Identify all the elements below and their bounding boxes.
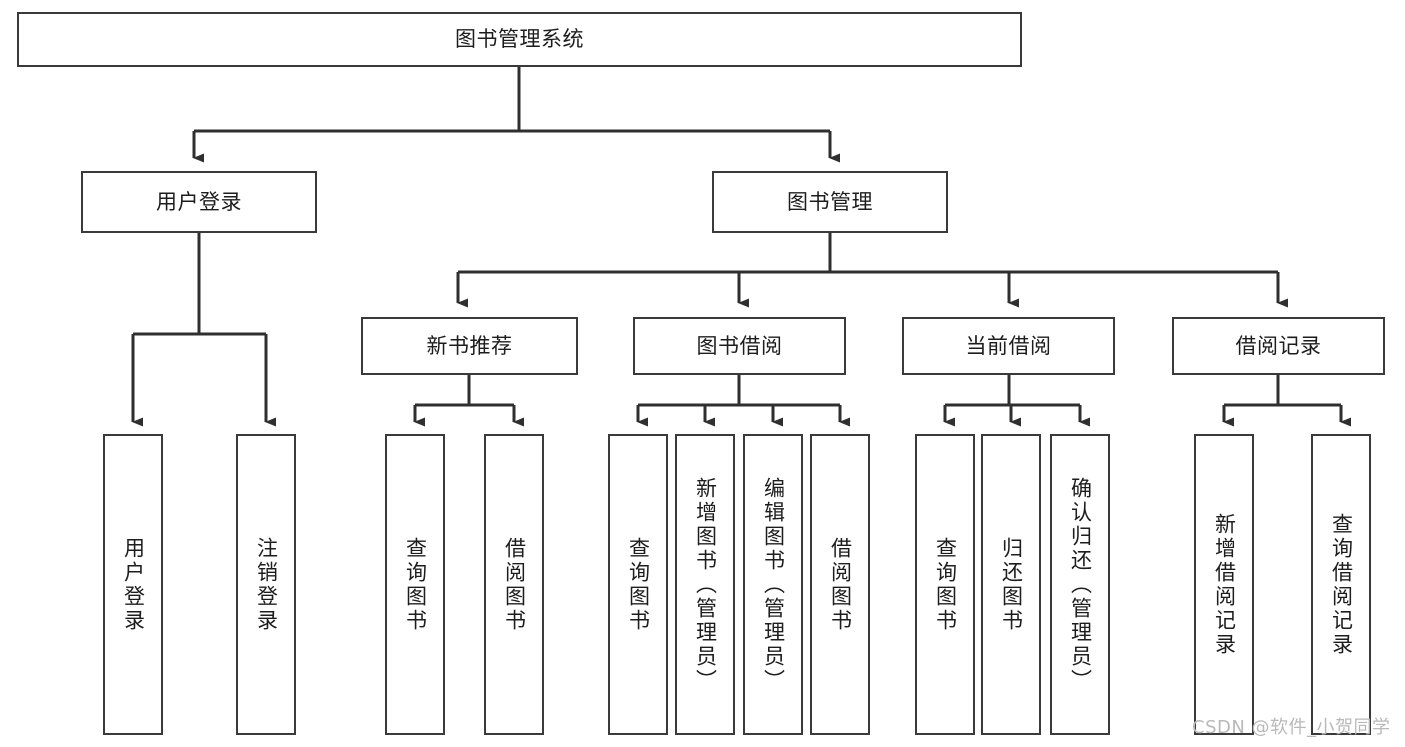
node-label: 借阅图书	[828, 536, 853, 633]
node-label: 查询图书	[403, 536, 428, 633]
node-label: 归还图书	[999, 536, 1024, 633]
node-user-login[interactable]: 用户登录	[81, 171, 317, 233]
node-leaf-user-login[interactable]: 用户登录	[103, 434, 163, 735]
node-leaf-add-borrow-record[interactable]: 新增借阅记录	[1194, 434, 1254, 735]
node-leaf-borrow-book[interactable]: 借阅图书	[810, 434, 870, 735]
node-book-borrow[interactable]: 图书借阅	[633, 317, 846, 375]
node-label: 借阅记录	[1235, 333, 1322, 358]
node-label: 用户登录	[156, 189, 242, 214]
node-label: 编辑图书（管理员）	[761, 476, 786, 693]
node-current-borrow[interactable]: 当前借阅	[902, 317, 1115, 375]
node-new-book-recommend[interactable]: 新书推荐	[361, 317, 578, 375]
node-leaf-query-book-recommend[interactable]: 查询图书	[385, 434, 445, 735]
node-label: 新书推荐	[426, 333, 513, 358]
node-leaf-query-book-current[interactable]: 查询图书	[915, 434, 975, 735]
node-label: 借阅图书	[502, 536, 527, 633]
node-label: 新增借阅记录	[1212, 512, 1237, 657]
node-label: 确认归还（管理员）	[1068, 476, 1093, 693]
node-label: 当前借阅	[965, 333, 1052, 358]
node-leaf-query-borrow-record[interactable]: 查询借阅记录	[1311, 434, 1371, 735]
node-label: 图书管理系统	[455, 27, 584, 52]
node-book-management[interactable]: 图书管理	[712, 171, 948, 233]
node-leaf-logout-login[interactable]: 注销登录	[236, 434, 296, 735]
node-label: 查询借阅记录	[1329, 512, 1354, 657]
node-leaf-return-book[interactable]: 归还图书	[981, 434, 1041, 735]
node-root-book-management-system[interactable]: 图书管理系统	[17, 12, 1022, 67]
node-label: 注销登录	[254, 536, 279, 633]
node-label: 图书借阅	[696, 333, 783, 358]
node-label: 图书管理	[787, 189, 873, 214]
node-leaf-add-book-admin[interactable]: 新增图书（管理员）	[675, 434, 735, 735]
node-label: 新增图书（管理员）	[693, 476, 718, 693]
node-label: 查询图书	[626, 536, 651, 633]
node-leaf-confirm-return-admin[interactable]: 确认归还（管理员）	[1050, 434, 1110, 735]
node-label: 查询图书	[933, 536, 958, 633]
node-leaf-query-book-borrow[interactable]: 查询图书	[608, 434, 668, 735]
node-leaf-edit-book-admin[interactable]: 编辑图书（管理员）	[743, 434, 803, 735]
node-borrow-record[interactable]: 借阅记录	[1172, 317, 1385, 375]
node-leaf-borrow-book-recommend[interactable]: 借阅图书	[484, 434, 544, 735]
node-label: 用户登录	[121, 536, 146, 633]
